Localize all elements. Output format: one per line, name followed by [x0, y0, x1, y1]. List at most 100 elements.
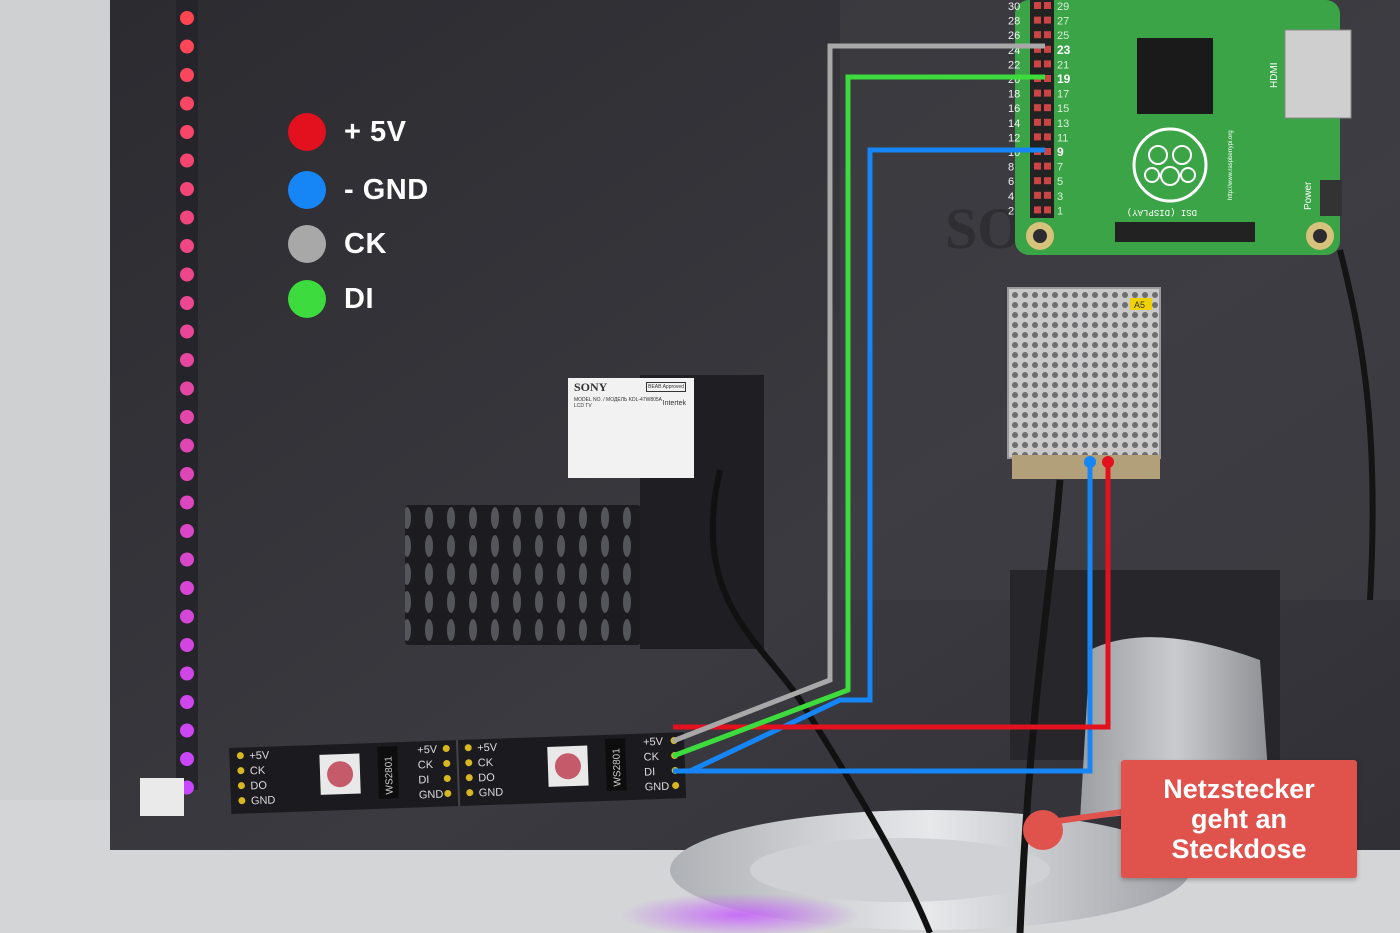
psu-badge: A5 — [1134, 300, 1145, 310]
led-diode — [180, 239, 194, 253]
led-diode — [180, 125, 194, 139]
led-diode — [180, 267, 194, 282]
gpio-pin — [1044, 31, 1051, 39]
led-diode — [180, 581, 194, 595]
gpio-pin — [1034, 2, 1041, 9]
gpio-pin-label: 3 — [1057, 191, 1063, 203]
gpio-pin — [1044, 133, 1051, 141]
gpio-pin — [1044, 89, 1051, 97]
gnd-color-dot — [288, 171, 326, 209]
gpio-pin — [1034, 31, 1041, 39]
gpio-pin — [1044, 75, 1051, 82]
gpio-pin — [1034, 133, 1041, 141]
gpio-pin — [1044, 45, 1051, 53]
led-diode — [180, 39, 194, 54]
tv-embossed-logo: SO — [945, 196, 1022, 261]
led-diode — [180, 11, 194, 25]
gpio-pin-label: 29 — [1057, 1, 1069, 13]
gpio-pin-label: 25 — [1057, 30, 1069, 42]
gpio-pin — [1044, 177, 1051, 185]
callout-line-3: Steckdose — [1171, 834, 1307, 864]
gpio-pin-label: 27 — [1057, 16, 1069, 28]
callout-line-1: Netzstecker — [1163, 774, 1315, 804]
legend-item-di: DI — [288, 279, 374, 319]
strip-pin-label: GND — [251, 794, 276, 807]
di-color-dot — [288, 280, 326, 318]
gpio-pin — [1044, 206, 1051, 214]
tv-brand: SONY — [574, 380, 608, 394]
chip-label: WS2801 — [383, 755, 395, 794]
gpio-pin — [1044, 162, 1051, 170]
raspberry-pi-board — [1015, 0, 1340, 255]
gpio-pin — [1044, 60, 1051, 68]
mains-cable — [1016, 479, 1064, 933]
tv-model: MODEL NO. / МОДЕЛЬ KDL-47W805A — [574, 397, 663, 403]
intertek-mark: Intertek — [662, 400, 686, 407]
gpio-pin-label: 22 — [1008, 59, 1020, 71]
led-diode — [180, 467, 194, 481]
led-diode — [180, 438, 194, 453]
gpio-pin-label: 18 — [1008, 89, 1020, 101]
strip-pin-label: CK — [643, 751, 659, 764]
gpio-pin-label: 16 — [1008, 103, 1020, 115]
gpio-pin — [1044, 2, 1051, 9]
legend-item-gnd: - GND — [288, 170, 429, 210]
strip-pin-label: CK — [418, 759, 434, 772]
vcc-wire — [673, 462, 1111, 730]
solder-pad — [444, 789, 452, 797]
led-lens — [554, 753, 581, 780]
callout-line-2: geht an — [1190, 804, 1287, 834]
tv-model-sticker — [140, 778, 184, 816]
legend-label: CK — [344, 227, 387, 260]
led-diode — [180, 324, 194, 339]
gpio-pin — [1034, 45, 1041, 53]
gpio-pin — [1034, 162, 1041, 170]
led-diode — [180, 638, 194, 652]
micro-usb-port — [1320, 180, 1342, 216]
gpio-pin-label: 12 — [1008, 132, 1020, 144]
dsi-label: DSI (DISPLAY) — [1127, 207, 1197, 217]
ck-color-dot — [288, 225, 326, 263]
led-diode — [180, 524, 194, 538]
gpio-pin — [1034, 60, 1041, 68]
callout-pointer-dot — [1023, 810, 1063, 850]
led-diode — [180, 182, 194, 196]
di-wire — [672, 74, 1045, 759]
gpio-pin-label: 8 — [1008, 162, 1014, 174]
gpio-pin-label: 17 — [1057, 89, 1069, 101]
gpio-pin-label: 5 — [1057, 176, 1063, 188]
solder-pad — [465, 774, 473, 782]
gpio-pin-label: 14 — [1008, 118, 1020, 130]
gpio-pin-label: 30 — [1008, 1, 1020, 13]
gpio-pin — [1044, 148, 1051, 155]
gpio-pin — [1034, 16, 1041, 24]
gpio-pin-label: 7 — [1057, 162, 1063, 174]
psu-gnd-terminal — [1084, 456, 1096, 468]
led-diode — [180, 68, 194, 82]
tv-type: LCD TV — [574, 403, 592, 409]
legend-label: DI — [344, 282, 374, 315]
legend-item-vcc: + 5V — [288, 112, 406, 152]
ws2801-chip — [605, 738, 627, 791]
solder-pad — [442, 744, 450, 752]
gpio-pin-label: 13 — [1057, 118, 1069, 130]
gpio-pin — [1044, 104, 1051, 112]
strip-pin-label: GND — [479, 787, 504, 800]
led-diode — [180, 96, 194, 111]
gnd-wire-pi — [673, 147, 1045, 774]
led-floor-glow — [620, 893, 860, 933]
gpio-pin-label: 6 — [1008, 176, 1014, 188]
psu-vcc-terminal — [1102, 456, 1114, 468]
led-diode — [180, 695, 194, 709]
strip-pin-label: GND — [419, 789, 444, 802]
gpio-pin-label: 23 — [1057, 43, 1071, 57]
hdmi-label: HDMI — [1269, 62, 1280, 88]
wires — [672, 43, 1111, 774]
led-diode — [180, 353, 194, 367]
legend-label: + 5V — [344, 115, 407, 148]
gpio-pin — [1034, 191, 1041, 199]
solder-pad — [443, 759, 451, 767]
gpio-pin-label: 4 — [1008, 191, 1014, 203]
power-supply — [1007, 287, 1161, 459]
